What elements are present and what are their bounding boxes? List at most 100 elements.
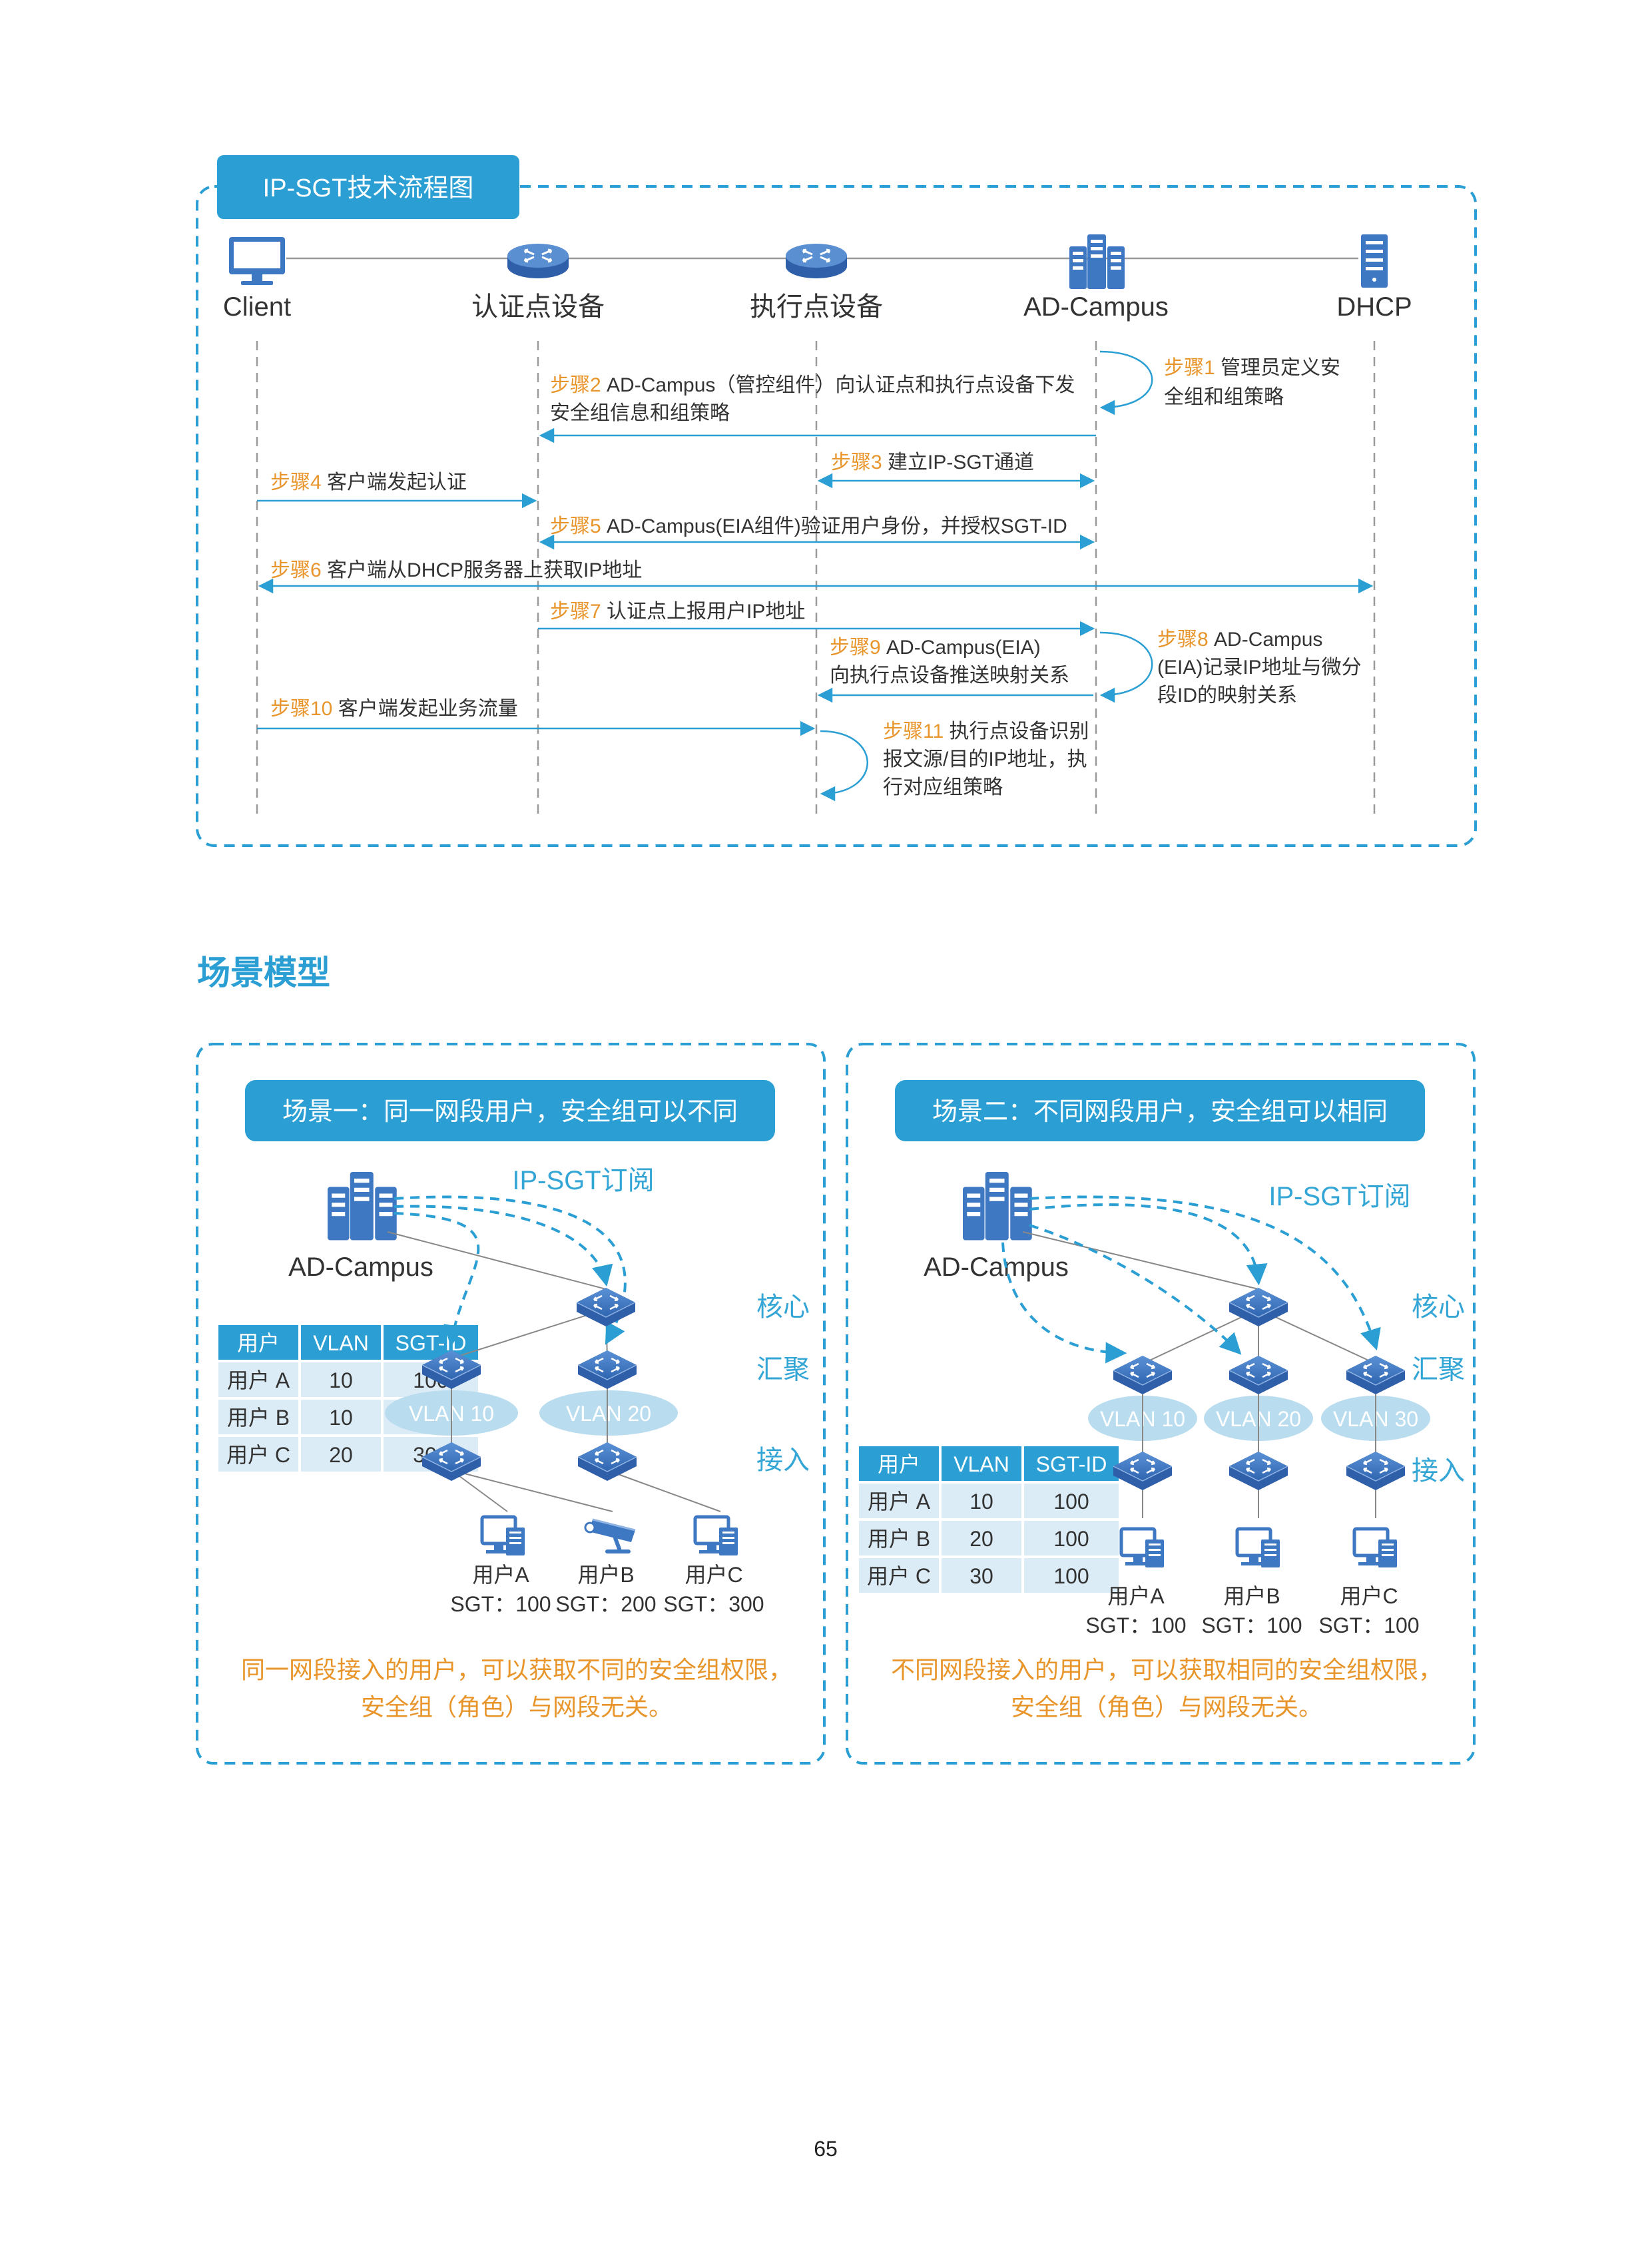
table-header-text: VLAN [313,1331,369,1355]
camera-lens [584,1522,596,1534]
step-4: 步骤4 客户端发起认证 [270,471,467,493]
scenario-title-bar [245,1080,775,1141]
table-cell-text: 20 [969,1527,993,1551]
step-5: 步骤5 AD-Campus(EIA组件)验证用户身份，并授权SGT-ID [550,515,1067,537]
server-icon [1361,234,1388,288]
step-text: 行对应组策略 [883,776,1003,798]
step-text: 步骤9 AD-Campus(EIA) [830,637,1041,659]
step-tag: 步骤6 [270,559,327,581]
table-cell-text: 20 [329,1443,353,1467]
switch-edge [1113,1370,1173,1386]
pc-base [1241,1562,1266,1565]
router-icon [786,244,847,278]
scenario-frame [196,1043,826,1765]
step-tag: 步骤2 [550,374,607,396]
table-cell [301,1437,381,1472]
table-cell [218,1362,298,1397]
table-cell [859,1558,939,1593]
table-cell [1024,1484,1119,1518]
user-sgt: SGT：300 [663,1592,764,1616]
step-desc: AD-Campus [1214,629,1322,651]
step-desc: 建立IP-SGT通道 [888,451,1034,473]
pc-icon [693,1515,738,1555]
step11-loop [820,730,868,802]
pc-icon [480,1515,525,1555]
table-cell-text: 100 [1053,1527,1089,1551]
server-slot [379,1212,393,1217]
switch-edge [1113,1466,1173,1482]
table-header-cell [942,1446,1021,1481]
subscription-label: IP-SGT订阅 [1268,1182,1410,1211]
flow-title-tab [217,155,519,219]
server-slot [967,1193,981,1198]
server-slot [1091,247,1103,250]
monitor-glass [234,242,280,268]
pc-tower-slot [722,1532,734,1534]
subscription-arrow [394,1212,480,1347]
step-desc: 管理员定义安 [1221,357,1340,379]
link-line [387,1231,607,1290]
access-switch-icon [1113,1452,1173,1490]
user-sgt: SGT：100 [450,1592,551,1616]
pc-tower-slot [1149,1549,1161,1551]
vlan-label: VLAN 20 [566,1402,651,1426]
table-cell [218,1437,298,1472]
aggregation-switch-icon [1346,1356,1406,1394]
pc-tower [506,1528,525,1555]
table-cell [1024,1558,1119,1593]
access-switch-icon [1229,1452,1288,1490]
step-text: 步骤7 认证点上报用户IP地址 [550,601,805,623]
lane-1: 认证点设备 [471,244,605,322]
scenario-title: 场景一：同一网段用户，安全组可以不同 [282,1098,738,1126]
access-switch-icon [1346,1452,1406,1490]
access-switch-icon [577,1442,637,1481]
step-tag: 步骤5 [550,515,607,537]
switch-arrows [1129,1362,1156,1378]
table-header-text: 用户 [878,1452,920,1476]
user-sgt: SGT：200 [555,1592,656,1616]
link-line [451,1470,613,1512]
pc-tower-slot [1149,1554,1161,1556]
table-cell [942,1558,1021,1593]
table-header-text: 用户 [237,1331,280,1355]
tower-slot [1366,258,1383,262]
link-line [1142,1308,1259,1364]
server-slot [989,1179,1005,1183]
server-slot [1014,1193,1028,1198]
user-name: 用户C [1340,1584,1398,1608]
server-slot [1091,240,1103,243]
user-sgt: SGT：100 [1318,1613,1419,1637]
switch-edge [1229,1302,1288,1318]
server-slot [332,1203,346,1207]
page-number: 65 [814,2137,838,2161]
subscription-arrow [1029,1203,1268,1286]
step-9: 步骤9 AD-Campus(EIA)向执行点设备推送映射关系 [830,637,1069,687]
table-header-cell [218,1325,298,1360]
switch-arrows [1129,1458,1156,1474]
lane-2: 执行点设备 [750,244,883,322]
monitor-base [241,281,273,285]
user-sgt: SGT：100 [1201,1613,1302,1637]
table-cell-text: 用户 A [227,1368,290,1392]
step-text: 步骤4 客户端发起认证 [270,471,467,493]
link-line [1022,1231,1259,1290]
lane-label: AD-Campus [1023,292,1169,322]
server-slot [1111,266,1121,270]
server-slot [379,1193,393,1198]
link-line [451,1308,607,1359]
pc-stand [1366,1555,1376,1562]
switch-arrows [438,1449,465,1465]
scenario-summary: 安全组（角色）与网段无关。 [1011,1693,1322,1721]
lane-label: 执行点设备 [750,292,883,322]
flow-title: IP-SGT技术流程图 [263,174,474,202]
router-icon [507,244,569,278]
scenario-summary: 不同网段接入的用户，可以获取相同的安全组权限， [891,1656,1442,1683]
layer-label-access: 接入 [1412,1456,1465,1486]
step-desc: AD-Campus(EIA组件)验证用户身份，并授权SGT-ID [607,515,1067,537]
